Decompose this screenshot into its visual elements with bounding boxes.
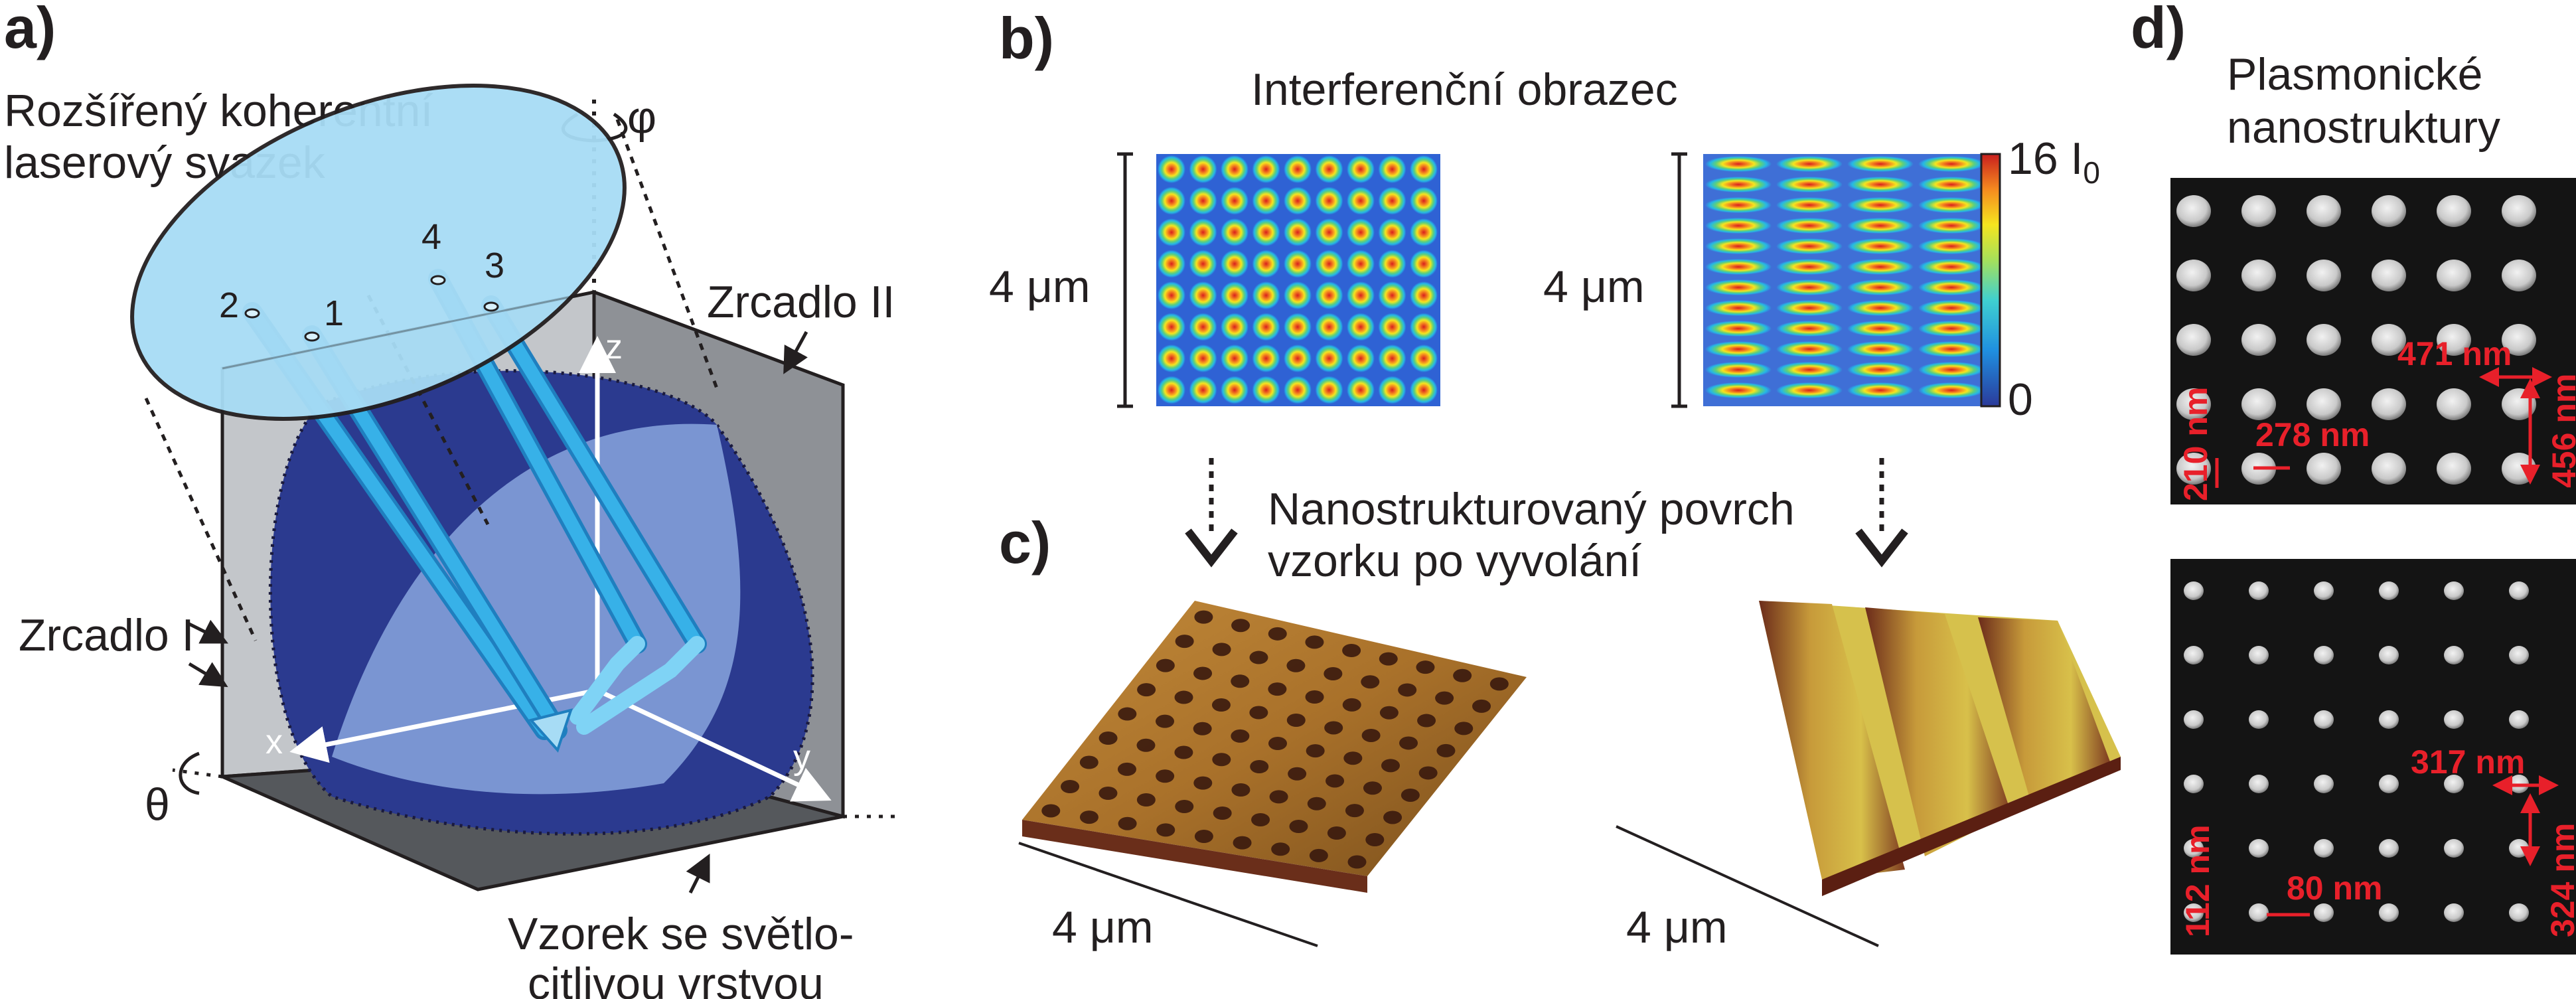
top-period-y: 456 nm	[2545, 374, 2576, 488]
x-axis-extension	[172, 768, 223, 779]
surface-scale-right	[1616, 825, 1879, 947]
interference-pattern-square	[1156, 154, 1440, 406]
sample-label-line1: Vzorek se světlo-	[508, 909, 854, 959]
sem-image-bottom: 317 nm 324 nm 112 nm 80 nm	[2170, 559, 2576, 955]
beam-1-entry	[304, 331, 320, 342]
bottom-period-x: 317 nm	[2411, 743, 2525, 781]
panel-c: c) Nanostrukturovaný povrch vzorku po vy…	[999, 484, 2121, 953]
beam-label-3: 3	[485, 246, 504, 285]
beam-4-entry	[430, 275, 446, 285]
y-axis	[596, 688, 832, 802]
surface-scale-right-label: 4 μm	[1626, 902, 1728, 953]
panel-b-letter: b)	[999, 5, 1054, 71]
mirror-i-label: Zrcadlo I	[19, 610, 194, 660]
exposed-region-light	[332, 423, 741, 795]
interference-pattern-stripes	[1703, 154, 1987, 406]
beam-label-4: 4	[421, 217, 441, 257]
expanded-beam-ellipse	[130, 84, 627, 421]
beam-label-1: 1	[324, 293, 344, 333]
top-period-x: 471 nm	[2397, 335, 2512, 372]
bottom-diameter: 112 nm	[2179, 824, 2216, 937]
ridge-surface	[1759, 601, 2121, 896]
projection-line-left	[144, 397, 258, 642]
plasmonic-title-line1: Plasmonické	[2227, 49, 2483, 100]
panel-a-letter: a)	[4, 0, 56, 60]
beam-label-2: 2	[219, 285, 239, 325]
sem-image-top: 471 nm 456 nm 210 nm 278 nm	[2170, 178, 2576, 504]
top-gap: 278 nm	[2255, 416, 2370, 453]
x-axis-label: x	[265, 723, 283, 761]
beam-3-entry	[483, 301, 499, 312]
surface-scale-left-label: 4 μm	[1052, 902, 1154, 953]
plasmonic-title-line2: nanostruktury	[2227, 102, 2500, 153]
colorbar-max-label: 16 I0	[2008, 133, 2100, 190]
bottom-period-y: 324 nm	[2544, 823, 2576, 937]
panel-b: b) Interferenční obrazec 4 μm 4 μm 16 I0…	[989, 5, 2100, 568]
mirror-ii-label: Zrcadlo II	[707, 277, 895, 327]
panel-d-letter: d)	[2131, 0, 2186, 60]
sample-label-line2: citlivou vrstvou	[528, 959, 824, 999]
pattern-scale-left-label: 4 μm	[989, 262, 1091, 312]
colorbar-min-label: 0	[2008, 374, 2033, 425]
panel-d: d) Plasmonické nanostruktury 471 nm 456 …	[2131, 0, 2576, 955]
z-axis-label: z	[605, 328, 623, 366]
pattern-scale-right-label: 4 μm	[1543, 262, 1645, 312]
top-diameter: 210 nm	[2177, 387, 2214, 501]
interference-title: Interferenční obrazec	[1251, 64, 1678, 115]
surface-title-line1: Nanostrukturovaný povrch	[1268, 484, 1795, 534]
phi-symbol: φ	[627, 92, 656, 143]
beam-2-entry	[244, 308, 260, 319]
bottom-gap: 80 nm	[2287, 870, 2383, 907]
theta-rotation-arrow	[179, 751, 200, 795]
theta-symbol: θ	[145, 779, 170, 830]
surface-scale-left	[1018, 842, 1318, 947]
hole-array-surface	[1022, 601, 1527, 893]
panel-a: a) Rozšířený koherentní laserový svazek …	[4, 0, 903, 999]
colorbar	[1980, 153, 2001, 408]
panel-c-letter: c)	[999, 510, 1051, 576]
y-axis-label: y	[793, 738, 810, 777]
surface-title-line2: vzorku po vyvolání	[1268, 536, 1641, 586]
